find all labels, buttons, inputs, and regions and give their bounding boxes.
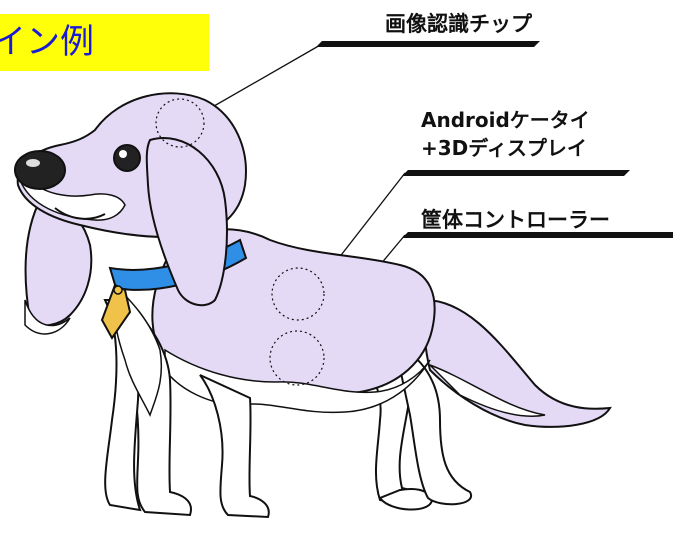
dog-eye	[113, 144, 141, 172]
label-underlines	[316, 41, 673, 238]
sensor-markers	[155, 98, 325, 386]
label-image-recognition-chip: 画像認識チップ	[385, 12, 532, 36]
label-android-phone: Androidケータイ	[421, 108, 590, 132]
label-3d-display: +3Dディスプレイ	[421, 136, 587, 160]
page-title: イン例	[0, 22, 94, 62]
dog-front-leg	[199, 374, 270, 519]
chip-marker	[155, 98, 205, 148]
dog-ear-left	[24, 199, 93, 327]
phone-marker	[271, 267, 325, 321]
label-body-controller: 筐体コントローラー	[421, 208, 610, 232]
collar-tag	[100, 283, 132, 340]
dog-nose	[14, 150, 66, 190]
controller-marker	[269, 330, 325, 386]
title-banner: イン例	[0, 14, 209, 71]
dog-ear-right	[145, 137, 228, 307]
